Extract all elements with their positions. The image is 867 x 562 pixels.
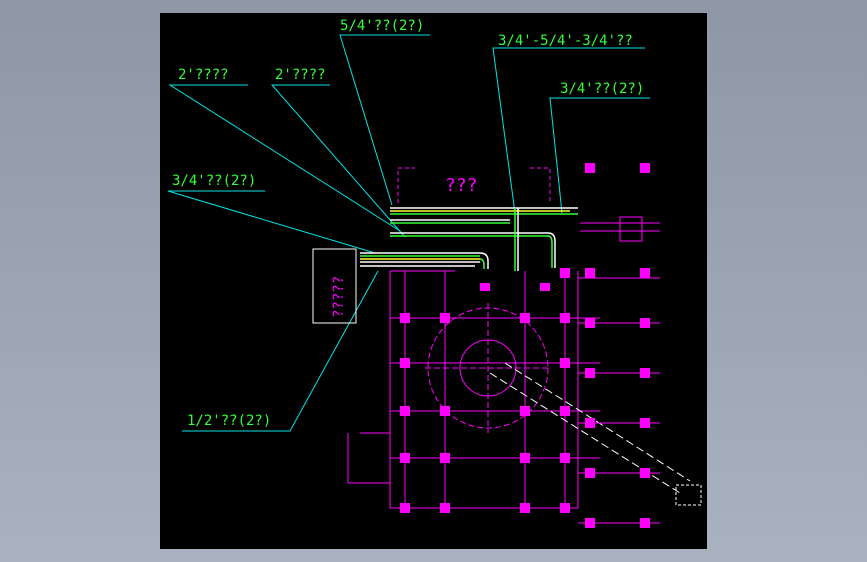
side-equipment-box: ????? <box>312 248 357 324</box>
label-bottom-left: 1/2'??(2?) <box>187 413 271 429</box>
label-right: 3/4'??(2?) <box>560 81 644 97</box>
leader-right <box>549 97 650 214</box>
leader-left-a <box>168 84 401 232</box>
cad-drawing: 5/4'??(2?) 3/4'-5/4'-3/4'?? 3/4'??(2?) 2… <box>167 18 702 528</box>
leader-lines <box>167 34 650 432</box>
leader-top-center <box>339 34 430 206</box>
column-markers <box>400 163 650 528</box>
pipe-labels: 5/4'??(2?) 3/4'-5/4'-3/4'?? 3/4'??(2?) 2… <box>172 18 644 429</box>
leader-top-right <box>492 47 645 214</box>
label-left-mid: 3/4'??(2?) <box>172 173 256 189</box>
leader-left-b <box>270 84 406 238</box>
room-title-box: ??? <box>397 167 551 203</box>
label-top-right: 3/4'-5/4'-3/4'?? <box>498 33 633 49</box>
label-left-b: 2'???? <box>275 67 326 83</box>
leader-bottom-left <box>182 270 379 432</box>
label-left-a: 2'???? <box>178 67 229 83</box>
side-box-text: ????? <box>331 276 347 318</box>
leader-left-mid <box>167 190 376 254</box>
label-top-center: 5/4'??(2?) <box>340 18 424 34</box>
room-title: ??? <box>445 175 478 196</box>
pipe-runs <box>360 207 578 271</box>
cad-viewport[interactable]: 5/4'??(2?) 3/4'-5/4'-3/4'?? 3/4'??(2?) 2… <box>160 13 707 549</box>
